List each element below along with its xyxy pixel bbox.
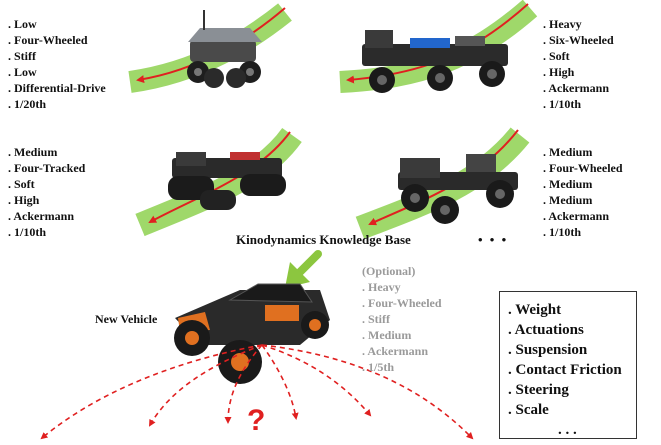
vehicle-2-attributes: . Heavy . Six-Wheeled . Soft . High . Ac… (543, 16, 614, 112)
optional-friction: . Medium (362, 328, 412, 342)
vehicle-2-steering: . Ackermann (543, 81, 609, 95)
vehicle-2-actuation: . Six-Wheeled (543, 33, 614, 47)
legend-item-contact-friction: . Contact Friction (508, 362, 622, 378)
prediction-arrow-5 (261, 344, 372, 417)
legend-item-steering: . Steering (508, 382, 569, 398)
vehicle-1-robot (187, 10, 262, 88)
vehicle-3-trajectory (148, 131, 291, 223)
vehicle-3-suspension: . Soft (8, 177, 35, 191)
optional-actuation: . Four-Wheeled (362, 296, 442, 310)
vehicle-4-scale: . 1/10th (543, 225, 582, 239)
vehicle-3-robot (168, 152, 286, 210)
knowledge-transfer-arrow (285, 250, 322, 288)
vehicle-3-scene (135, 127, 302, 237)
vehicle-4-steering: . Ackermann (543, 209, 609, 223)
vehicle-1-steering: . Differential-Drive (8, 81, 106, 95)
vehicle-4-friction: . Medium (543, 193, 593, 207)
optional-scale: . 1/5th (362, 360, 395, 374)
vehicle-4-actuation: . Four-Wheeled (543, 161, 623, 175)
vehicle-3-friction: . High (8, 193, 40, 207)
legend-item-suspension: . Suspension (508, 342, 588, 358)
more-vehicles-ellipsis: • • • (478, 232, 509, 247)
vehicle-2-suspension: . Soft (543, 49, 570, 63)
vehicle-1-scene (128, 3, 292, 93)
vehicle-1-scale: . 1/20th (8, 97, 47, 111)
vehicle-3-actuation: . Four-Tracked (8, 161, 86, 175)
vehicle-2-friction: . High (543, 65, 575, 79)
vehicle-3-weight: . Medium (8, 145, 58, 159)
unknown-dynamics-question-mark: ? (247, 404, 266, 437)
attribute-legend-box: . Weight . Actuations . Suspension . Con… (499, 291, 637, 439)
prediction-arrows (40, 344, 474, 440)
vehicle-1-weight: . Low (8, 17, 37, 31)
new-vehicle-buggy (174, 283, 330, 384)
legend-ellipsis: . . . (558, 422, 577, 438)
new-vehicle-label: New Vehicle (95, 312, 158, 326)
vehicle-2-scene (339, 0, 538, 93)
vehicle-2-scale: . 1/10th (543, 97, 582, 111)
vehicle-1-actuation: . Four-Wheeled (8, 33, 88, 47)
vehicle-4-scene (355, 127, 530, 240)
optional-steering: . Ackermann (362, 344, 428, 358)
optional-weight: . Heavy (362, 280, 401, 294)
legend-item-actuations: . Actuations (508, 322, 584, 338)
legend-item-scale: . Scale (508, 402, 549, 418)
attribute-legend-list: . Weight . Actuations . Suspension . Con… (508, 300, 622, 440)
vehicle-1-suspension: . Stiff (8, 49, 36, 63)
prediction-arrow-3 (224, 344, 263, 424)
optional-suspension: . Stiff (362, 312, 390, 326)
prediction-arrow-4 (261, 344, 299, 420)
vehicle-2-robot (362, 30, 508, 93)
vehicle-2-weight: . Heavy (543, 17, 582, 31)
vehicle-3-steering: . Ackermann (8, 209, 74, 223)
vehicle-3-scale: . 1/10th (8, 225, 47, 239)
vehicle-4-attributes: . Medium . Four-Wheeled . Medium . Mediu… (543, 144, 623, 240)
legend-item-weight: . Weight (508, 302, 562, 318)
prediction-arrow-2 (149, 344, 263, 427)
vehicle-3-attributes: . Medium . Four-Tracked . Soft . High . … (8, 144, 85, 240)
vehicle-1-attributes: . Low . Four-Wheeled . Stiff . Low . Dif… (8, 16, 106, 112)
vehicle-4-weight: . Medium (543, 145, 593, 159)
optional-attributes: (Optional) . Heavy . Four-Wheeled . Stif… (362, 263, 442, 375)
optional-header: (Optional) (362, 264, 416, 278)
vehicle-4-suspension: . Medium (543, 177, 593, 191)
prediction-arrow-1 (40, 344, 263, 440)
vehicle-1-friction: . Low (8, 65, 37, 79)
knowledge-base-label: Kinodynamics Knowledge Base (236, 232, 411, 247)
vehicle-4-robot (398, 154, 518, 224)
